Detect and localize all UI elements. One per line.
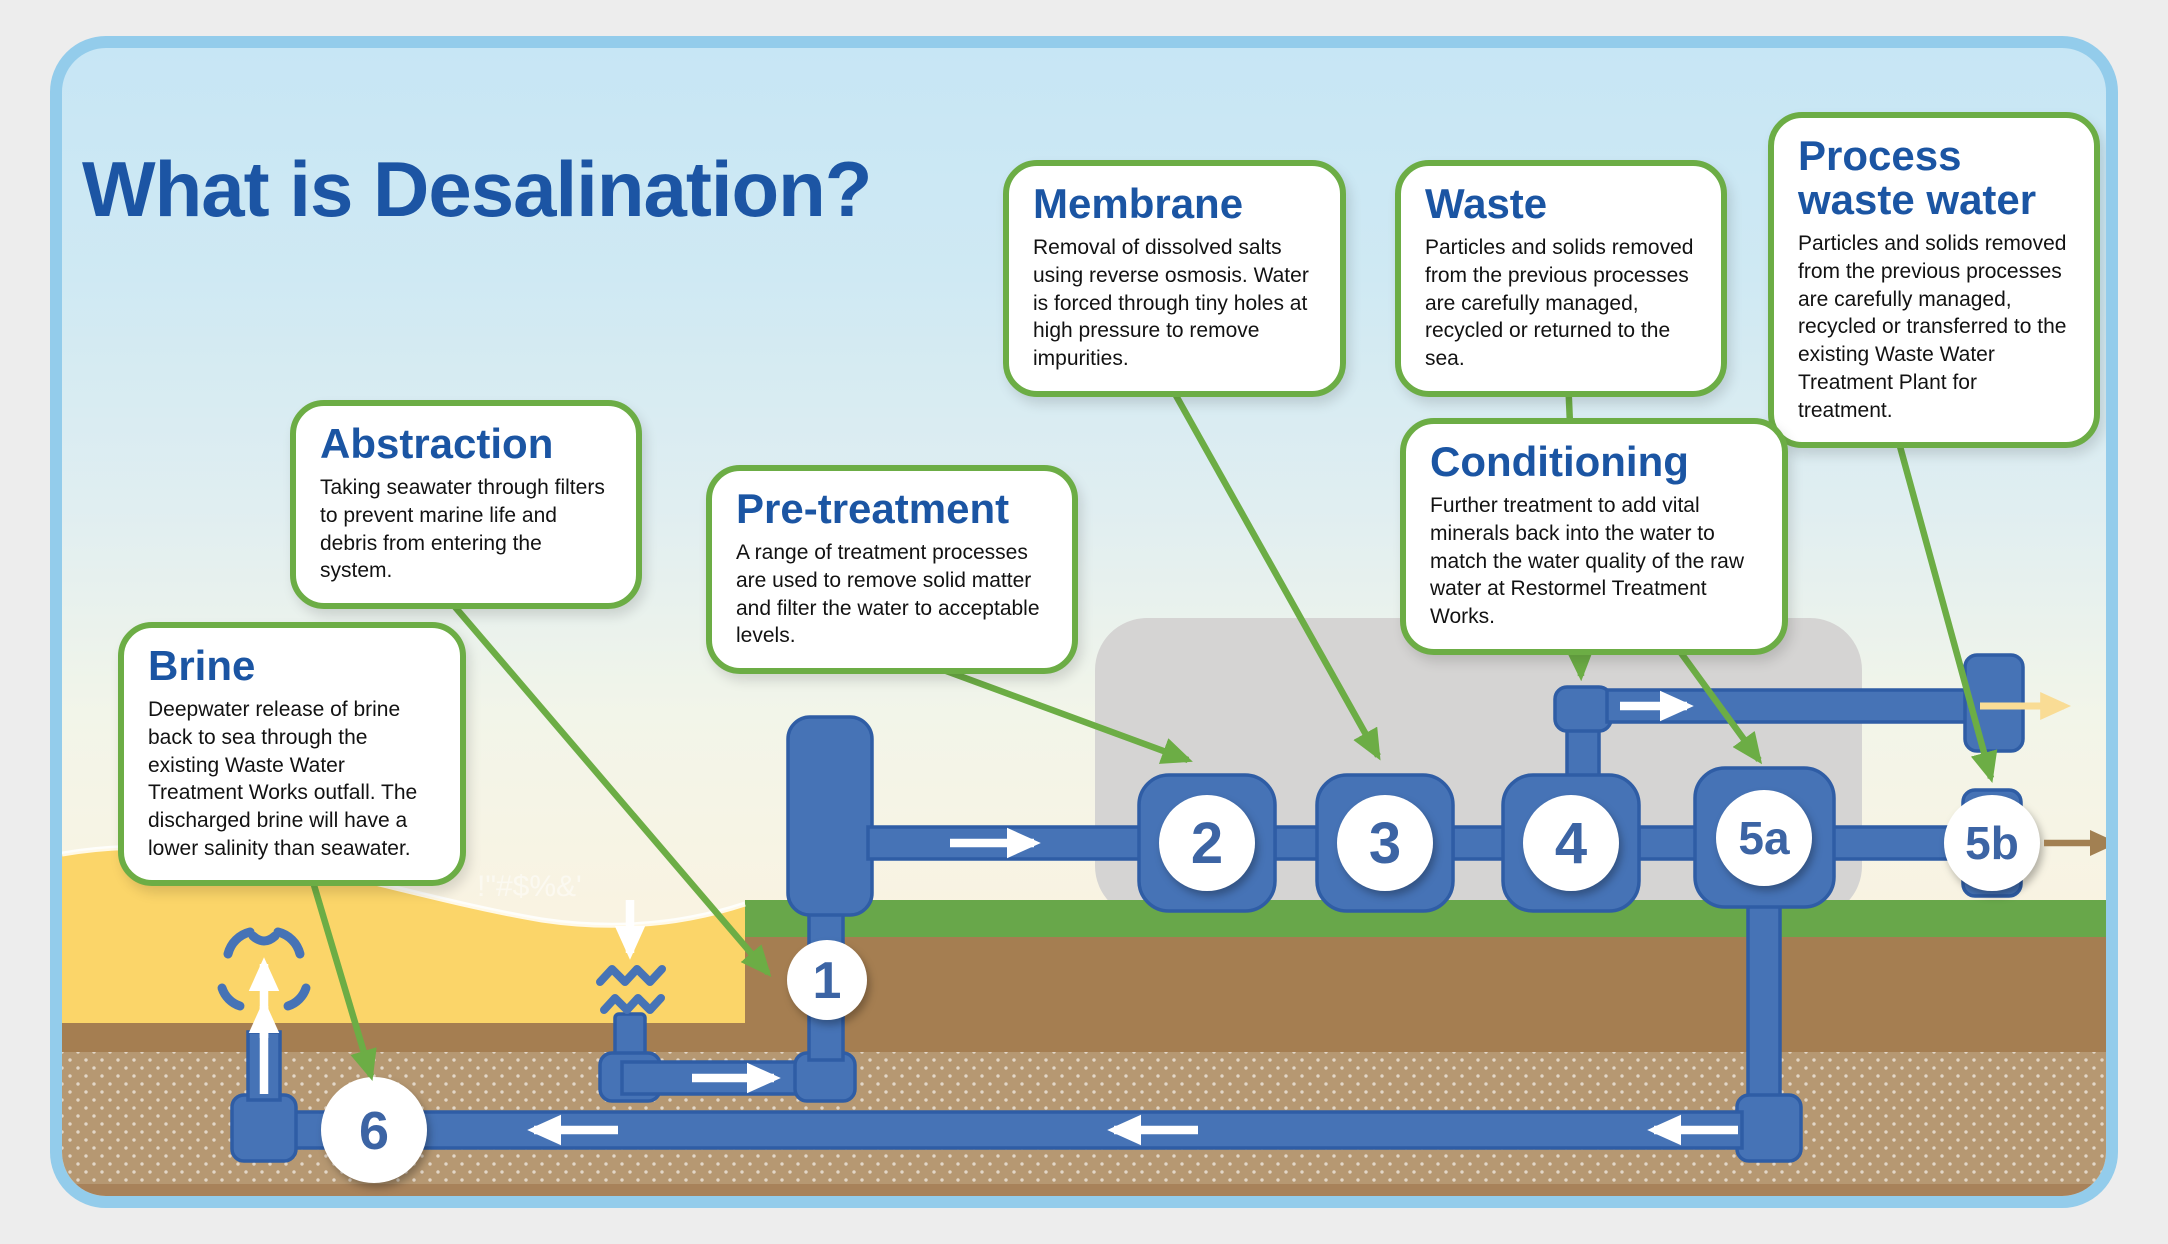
return-elbow-right (1735, 1093, 1803, 1163)
callout-membrane-body: Removal of dissolved salts using reverse… (1033, 236, 1309, 370)
node-5b-label: 5b (1965, 817, 2019, 869)
node-5a-badge (1716, 790, 1812, 886)
callout-waste: Waste Particles and solids removed from … (1395, 160, 1727, 397)
page-title: What is Desalination? (82, 145, 872, 233)
callout-pretreatment-body: A range of treatment processes are used … (736, 541, 1040, 648)
node-5a-label: 5a (1738, 812, 1790, 864)
soil-bottom-band (62, 1184, 2106, 1196)
callout-conditioning: Conditioning Further treatment to add vi… (1400, 418, 1788, 655)
callout-membrane: Membrane Removal of dissolved salts usin… (1003, 160, 1346, 397)
callout-brine-heading: Brine (148, 642, 256, 689)
callout-process-waste-water: Process waste water Particles and solids… (1768, 112, 2100, 449)
callout-process-waste-water-body: Particles and solids removed from the pr… (1798, 232, 2067, 422)
connector-membrane (1162, 374, 1381, 761)
callout-conditioning-heading: Conditioning (1430, 438, 1689, 485)
main-pipe-1 (866, 825, 1145, 861)
faint-watermark-text: !"#$%&' (477, 870, 582, 903)
waste-elbow (1553, 685, 1613, 733)
infographic-panel: !"#$%&' (50, 36, 2118, 1208)
callout-connectors (298, 374, 1998, 1081)
node-1-label: 1 (813, 952, 842, 1010)
node-1-badge (787, 940, 867, 1020)
callout-pretreatment: Pre-treatment A range of treatment proce… (706, 465, 1078, 674)
callout-abstraction-body: Taking seawater through filters to preve… (320, 476, 605, 583)
return-down-pipe (1746, 901, 1782, 1101)
main-pipe-2 (1273, 825, 1323, 861)
return-bottom-pipe (292, 1110, 1744, 1150)
callout-waste-body: Particles and solids removed from the pr… (1425, 236, 1694, 370)
node-4-badge (1523, 795, 1619, 891)
node-5b-badge (1944, 795, 2040, 891)
callout-waste-heading: Waste (1425, 180, 1548, 227)
node-6-label: 6 (359, 1101, 389, 1161)
callout-conditioning-body: Further treatment to add vital minerals … (1430, 494, 1744, 628)
tank (786, 715, 874, 917)
node-2-label: 2 (1191, 811, 1223, 876)
intake-waves-icon (596, 965, 666, 1014)
node-4-label: 4 (1555, 811, 1587, 876)
connector-abstraction (429, 577, 772, 977)
node-6-badge (321, 1077, 427, 1183)
callout-pretreatment-heading: Pre-treatment (736, 485, 1010, 532)
main-pipe-3 (1451, 825, 1509, 861)
connector-process-waste-water (1886, 409, 1998, 784)
brine-diffuser-icon (217, 927, 311, 1038)
flow-arrows (248, 690, 1738, 1146)
node-3-label: 3 (1369, 811, 1401, 876)
callout-brine-body: Deepwater release of brine back to sea t… (148, 698, 418, 860)
callout-abstraction-heading: Abstraction (320, 420, 554, 467)
callout-abstraction: Abstraction Taking seawater through filt… (290, 400, 642, 609)
scene: !"#$%&' (62, 48, 2106, 1196)
node-2-badge (1159, 795, 1255, 891)
callout-membrane-heading: Membrane (1033, 180, 1244, 227)
waste-riser-pipe (1565, 724, 1601, 780)
callout-process-waste-water-heading: Process waste water (1798, 132, 2037, 224)
callout-brine: Brine Deepwater release of brine back to… (118, 622, 466, 887)
diagram-overlay: !"#$%&' (62, 374, 2106, 1183)
process-nodes: 1 2 3 4 5a 5b 6 (321, 766, 2040, 1183)
outfall-elbow-left (230, 1093, 298, 1163)
node-3-badge (1337, 795, 1433, 891)
main-pipe-4 (1637, 825, 1701, 861)
